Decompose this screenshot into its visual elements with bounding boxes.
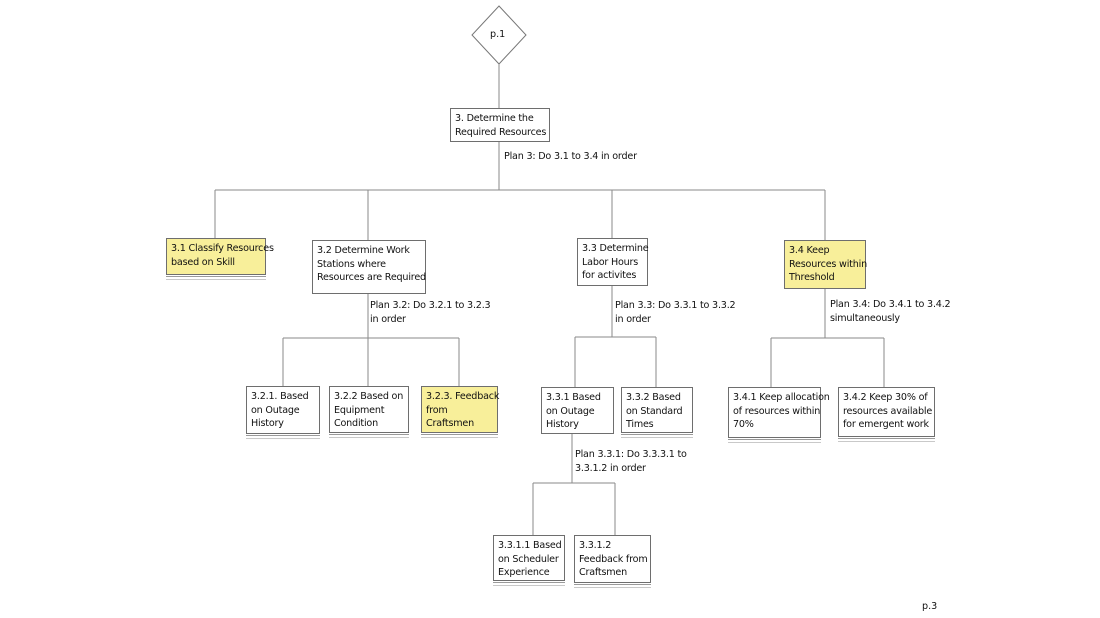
plan-text: Plan 3.3: Do 3.3.1 to 3.3.2 [615,300,736,311]
page-connector-bottom-label: p.3 [922,601,938,612]
no-further-decomposition-underline [166,276,266,280]
task-node-text: Equipment [334,404,385,416]
no-further-decomposition-underline [621,434,693,438]
no-further-decomposition-underline [246,435,320,439]
plan-3-3-1: Plan 3.3.1: Do 3.3.3.1 to 3.3.1.2 in orde… [575,448,687,475]
task-node-text: 3.3.1.2 [579,540,612,551]
plan-text: Plan 3.2: Do 3.2.1 to 3.2.3 [370,300,491,311]
task-node-text: 3.3.2 Based [626,392,681,403]
task-node-text: Times [626,419,654,430]
task-node-text: 3. Determine the [455,113,534,124]
task-node-text: 3.4 Keep [789,245,830,256]
task-node-text: Threshold [789,272,835,283]
no-further-decomposition-underline [574,584,651,588]
plan-3-3: Plan 3.3: Do 3.3.1 to 3.3.2 in order [615,299,736,326]
plan-3-4: Plan 3.4: Do 3.4.1 to 3.4.2 simultaneousl… [830,298,951,325]
task-node-text: Resources are Required [317,272,426,283]
plan-3: Plan 3: Do 3.1 to 3.4 in order [504,150,637,164]
task-node-text: Condition [334,418,378,429]
task-node-text: on Standard [626,405,683,417]
task-node-text: on Outage [251,404,300,416]
task-node-text: 3.2.3. Feedback [426,391,500,402]
task-node-text: Labor Hours [582,256,639,268]
task-node-text: 3.3.1 Based [546,392,601,403]
task-node-text: History [251,418,284,429]
task-node-text: from [426,404,448,416]
task-node-text: on Outage [546,405,595,417]
task-node-text: on Scheduler [498,553,559,565]
no-further-decomposition-underline [838,438,935,442]
task-node-text: 3.4.2 Keep 30% of [843,392,928,403]
task-node-text: 3.2.1. Based [251,391,309,402]
plan-text: Plan 3: Do 3.1 to 3.4 in order [504,151,637,162]
task-node-text: Required Resources [455,126,547,138]
task-node-text: of resources within [733,405,821,417]
task-node-text: based on Skill [171,256,235,268]
page-connector-top-label: p.1 [490,29,506,40]
task-node-text: for activites [582,270,637,281]
task-node-text: resources available [843,405,933,417]
task-node-3-1: 3.1 Classify Resources based on Skill [166,238,274,280]
no-further-decomposition-underline [493,582,565,586]
task-node-text: Feedback from [579,553,648,565]
plan-text: Plan 3.4: Do 3.4.1 to 3.4.2 [830,299,951,310]
task-node-text: for emergent work [843,419,929,430]
plan-text: simultaneously [830,312,900,324]
task-node-text: 3.2.2 Based on [334,391,404,402]
plan-text: in order [370,313,406,325]
task-node-text: Resources within [789,258,867,270]
plan-text: 3.3.1.2 in order [575,462,646,474]
plan-text: Plan 3.3.1: Do 3.3.3.1 to [575,449,687,460]
task-node-text: History [546,419,579,430]
task-node-3-4-2: 3.4.2 Keep 30% of resources available for … [838,387,935,442]
plan-text: in order [615,313,651,325]
task-node-text: 3.3 Determine [582,243,649,254]
task-node-text: Experience [498,567,550,578]
no-further-decomposition-underline [728,439,821,443]
no-further-decomposition-underline [421,434,498,438]
task-node-3-4-1: 3.4.1 Keep allocation of resources within… [728,387,830,443]
no-further-decomposition-underline [329,434,409,438]
task-node-text: 70% [733,419,754,430]
task-node-text: Craftsmen [579,567,628,578]
plan-3-2: Plan 3.2: Do 3.2.1 to 3.2.3 in order [370,299,491,326]
task-node-text: 3.1 Classify Resources [171,243,274,254]
task-node-text: 3.3.1.1 Based [498,540,562,551]
task-node-text: 3.4.1 Keep allocation [733,392,830,403]
task-node-text: Stations where [317,258,386,270]
task-node-text: 3.2 Determine Work [317,245,410,256]
task-node-text: Craftsmen [426,418,475,429]
